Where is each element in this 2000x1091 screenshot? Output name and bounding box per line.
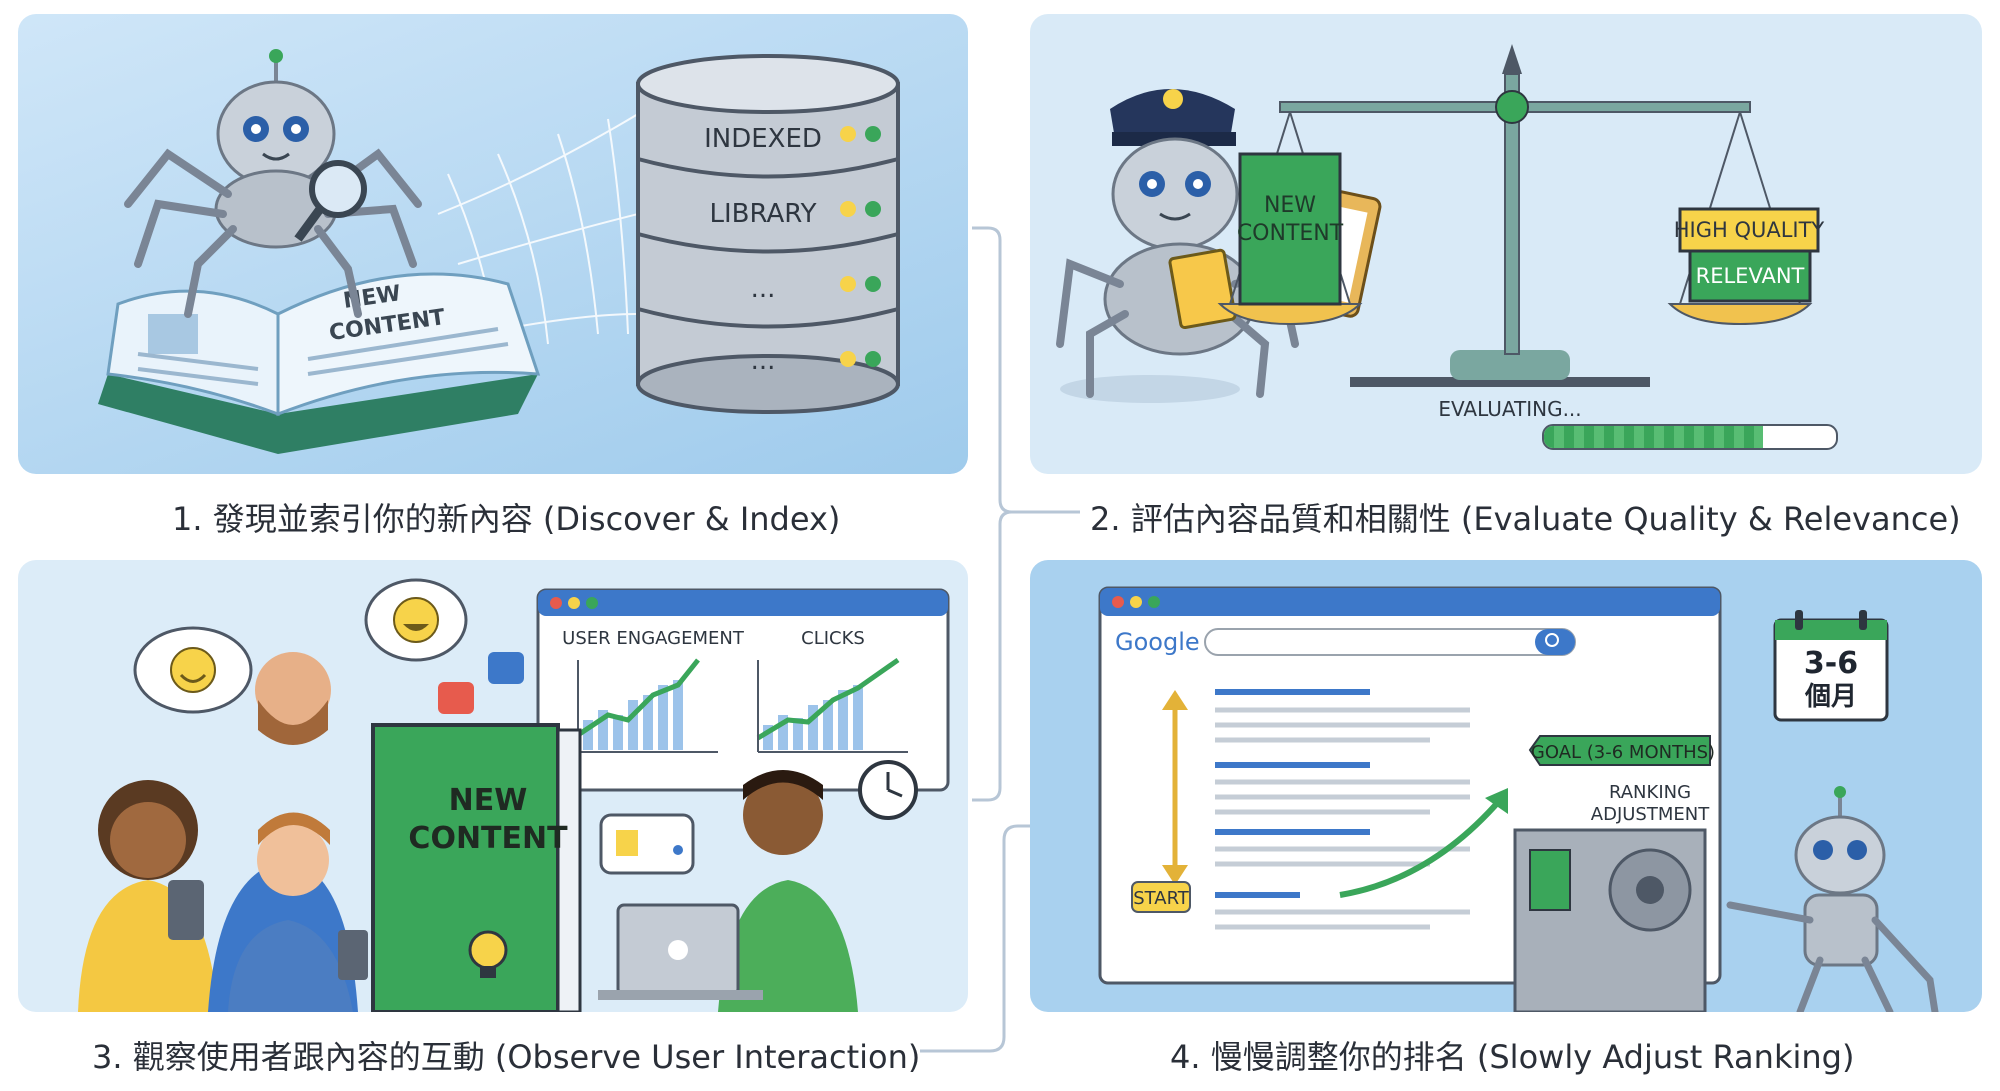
database-icon (636, 54, 900, 414)
db-label-library: LIBRARY (709, 199, 816, 229)
smile-bubble-icon (133, 626, 253, 714)
db-label-3: ... (751, 274, 776, 304)
share-icon (488, 652, 524, 684)
chart1-title: USER ENGAGEMENT (562, 628, 745, 649)
progress-bar-track (1542, 424, 1838, 450)
db-label-4: ... (751, 346, 776, 376)
observe-illustration: USER ENGAGEMENT CLICKS (78, 578, 950, 1012)
step4-caption: 4. 慢慢調整你的排名 (Slowly Adjust Ranking) (1170, 1038, 1855, 1076)
people-group (78, 652, 858, 1012)
google-logo: Google (1115, 628, 1200, 656)
discover-panel: NEW CONTENT (18, 14, 968, 474)
chart2-title: CLICKS (801, 628, 865, 649)
inspector-robot-icon (1056, 89, 1299, 403)
relevant-tag: RELEVANT (1696, 264, 1805, 288)
scale-book-line1: NEW (1264, 193, 1316, 218)
open-book (98, 272, 541, 454)
observe-panel: USER ENGAGEMENT CLICKS (18, 560, 968, 1012)
progress-bar-fill (1544, 426, 1763, 448)
analytics-window (536, 588, 950, 792)
laugh-bubble-icon (364, 578, 468, 662)
new-content-book-icon (371, 723, 582, 1012)
adjust-line1: RANKING (1609, 782, 1691, 803)
robot-icon (1726, 786, 1939, 1012)
magnifier-icon (309, 160, 367, 218)
db-label-indexed: INDEXED (704, 124, 822, 154)
step2-caption: 2. 評估內容品質和相關性 (Evaluate Quality & Releva… (1090, 500, 1961, 538)
progress-label: EVALUATING... (1438, 397, 1581, 421)
calendar-icon (1773, 610, 1889, 722)
step1-caption: 1. 發現並索引你的新內容 (Discover & Index) (172, 500, 841, 538)
discover-illustration: NEW CONTENT (98, 49, 900, 454)
high-quality-tag: HIGH QUALITY (1674, 218, 1825, 242)
search-button[interactable] (1535, 629, 1575, 655)
calendar-line2: 個月 (1804, 682, 1857, 712)
observe-book-line1: NEW (449, 783, 528, 818)
search-input[interactable] (1204, 628, 1576, 656)
calendar-line1: 3-6 (1804, 646, 1858, 681)
like-share-bubble-icon (599, 813, 695, 875)
evaluate-illustration: NEW CONTENT HIGH QUALITY RELEVANT EVALUA… (1056, 44, 1825, 421)
step3-caption: 3. 觀察使用者跟內容的互動 (Observe User Interaction… (92, 1038, 921, 1076)
search-icon (1545, 633, 1559, 647)
evaluate-panel: NEW CONTENT HIGH QUALITY RELEVANT EVALUA… (1030, 14, 1982, 474)
scale-book-line2: CONTENT (1237, 221, 1344, 246)
observe-book-line2: CONTENT (408, 821, 568, 856)
adjust-line2: ADJUSTMENT (1591, 804, 1710, 825)
adjustment-machine (1513, 828, 1707, 1012)
ranking-illustration: Google START GOAL (3-6 MONTHS) RANKING A… (1098, 586, 1939, 1012)
ranking-panel: Google START GOAL (3-6 MONTHS) RANKING A… (1030, 560, 1982, 1012)
spider-robot-icon (124, 49, 422, 318)
clock-icon (858, 760, 918, 820)
heart-icon (438, 682, 474, 714)
goal-label: GOAL (3-6 MONTHS) (1531, 742, 1715, 763)
balance-scale-icon (1217, 44, 1820, 387)
start-label: START (1133, 888, 1190, 909)
